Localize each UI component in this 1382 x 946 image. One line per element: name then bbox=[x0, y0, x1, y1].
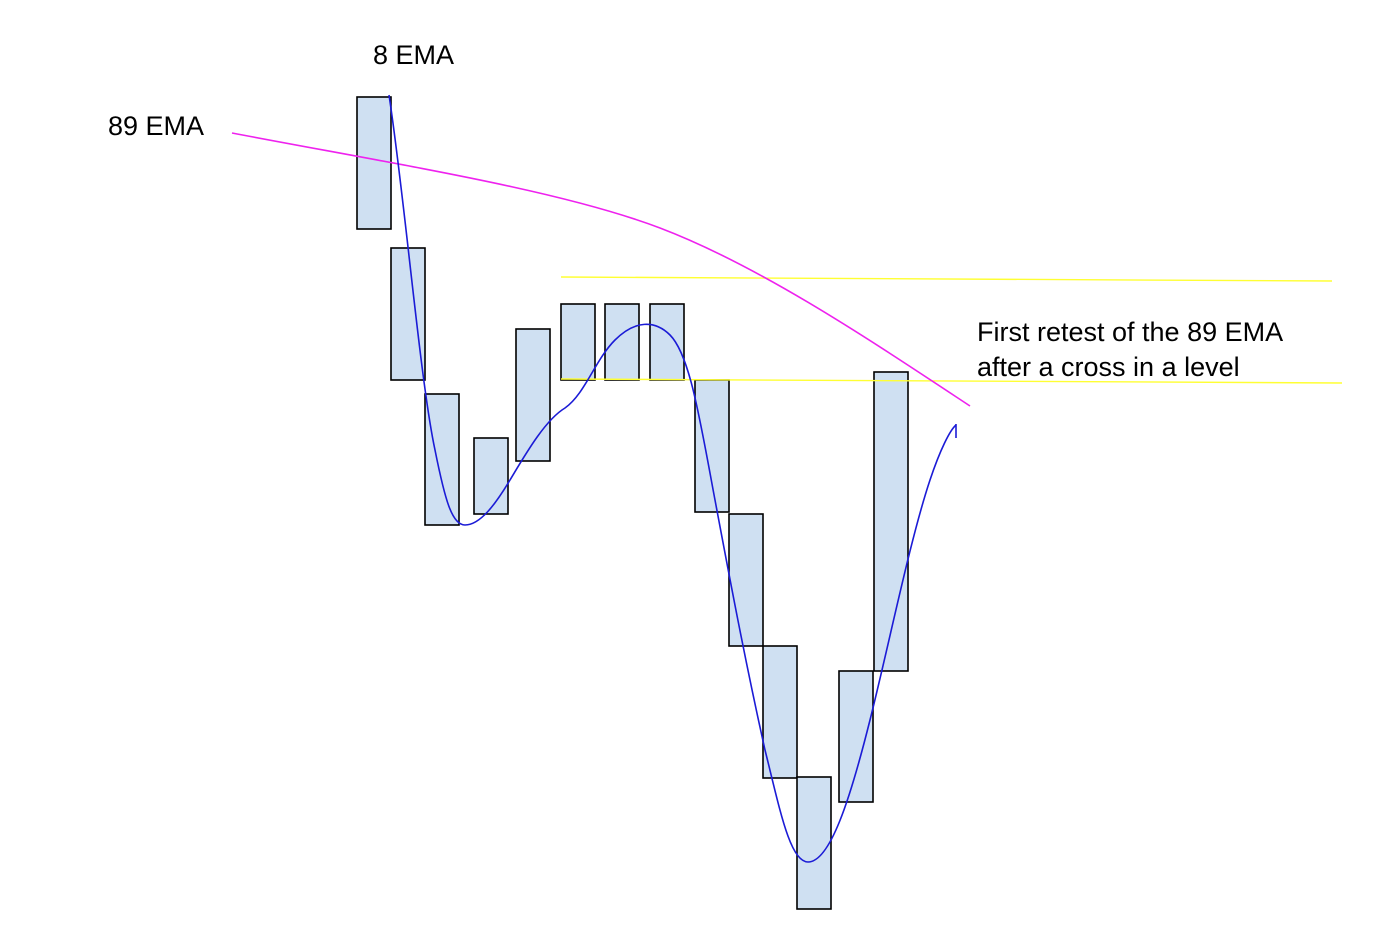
brick bbox=[838, 670, 874, 803]
brick bbox=[796, 776, 832, 910]
bricks bbox=[356, 96, 909, 910]
ema-8-line bbox=[388, 94, 957, 863]
resistance-level-line bbox=[560, 276, 1333, 282]
brick bbox=[560, 303, 596, 381]
brick bbox=[515, 328, 551, 462]
brick bbox=[762, 645, 798, 779]
brick bbox=[356, 96, 392, 230]
brick bbox=[694, 379, 730, 513]
ema-89-line bbox=[231, 132, 971, 407]
annotation-line-2: after a cross in a level bbox=[977, 352, 1240, 382]
brick bbox=[604, 303, 640, 381]
ema-8-label: 8 EMA bbox=[373, 40, 455, 70]
brick bbox=[390, 247, 426, 381]
brick bbox=[424, 393, 460, 526]
brick bbox=[728, 513, 764, 647]
retest-annotation: First retest of the 89 EMA after a cross… bbox=[977, 315, 1283, 385]
brick bbox=[873, 371, 909, 672]
brick bbox=[473, 437, 509, 515]
annotation-line-1: First retest of the 89 EMA bbox=[977, 317, 1284, 347]
brick bbox=[649, 303, 685, 381]
ema-89-label: 89 EMA bbox=[108, 111, 205, 141]
